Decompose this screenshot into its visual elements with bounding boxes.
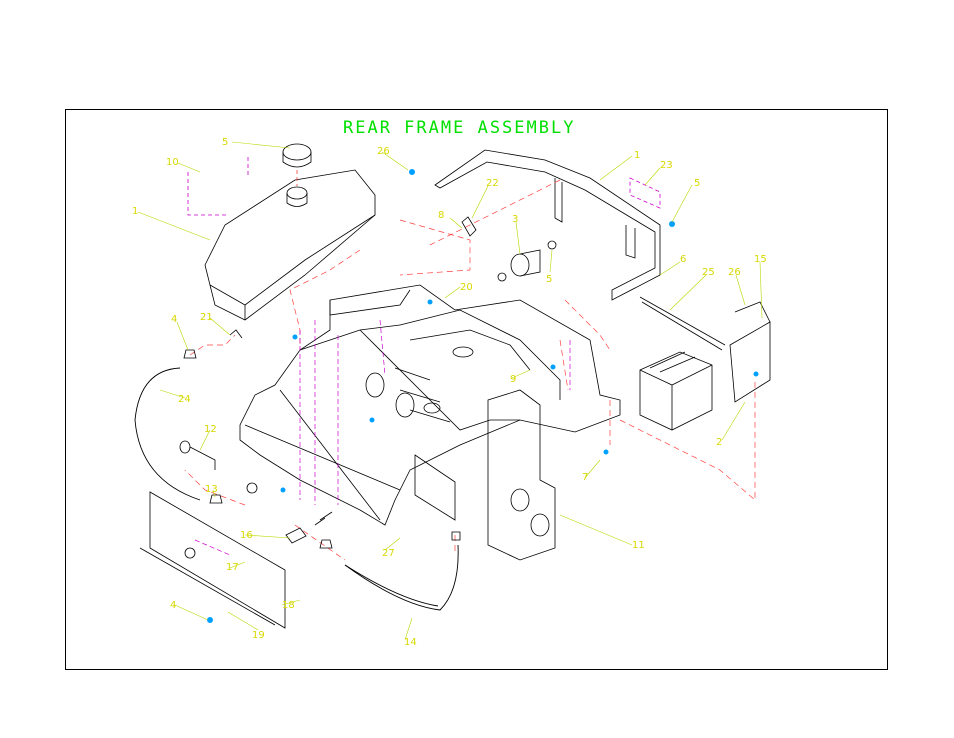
callout: 2 [716,437,722,448]
callout: 25 [702,267,715,278]
callout: 5 [546,274,552,285]
callout: 26 [377,146,390,157]
callout: 4 [171,314,177,325]
rear-bracket [434,149,661,301]
callout: 1 [634,150,640,161]
callout: 10 [166,157,179,168]
callout: 12 [204,424,217,435]
tank-bracket-hidden [187,155,249,216]
fuel-hoses [134,367,459,611]
callout: 17 [226,562,239,573]
callout: 13 [205,484,218,495]
callout: 11 [632,540,645,551]
callout: 7 [582,472,588,483]
side-panel [139,491,286,629]
leader-lines [137,141,763,641]
callout: 5 [222,137,228,148]
callout: 18 [282,600,295,611]
callout: 27 [382,548,395,559]
callout: 21 [200,312,213,323]
callout: 6 [680,254,686,265]
callout: 5 [694,178,700,189]
callout: 23 [660,160,673,171]
callout: 9 [510,374,516,385]
battery-strap [639,296,726,351]
callout: 20 [460,282,473,293]
callout: 3 [512,214,518,225]
callout-labels: 5 10 1 26 1 23 5 22 8 3 5 6 25 26 15 4 2… [132,137,767,648]
callout: 24 [178,394,191,405]
callout: 4 [170,600,176,611]
callout: 26 [728,267,741,278]
battery-box [729,301,771,403]
callout: 15 [754,254,767,265]
battery [639,351,713,431]
callout: 14 [404,637,417,648]
callout: 16 [240,530,253,541]
hidden-lines [194,319,571,556]
callout: 22 [486,178,499,189]
main-frame [239,284,621,526]
connector-lines [184,179,756,561]
callout: 8 [438,210,444,221]
drawing-border [65,109,888,670]
diagram-title: REAR FRAME ASSEMBLY [343,118,576,138]
small-hardware [179,216,477,549]
callout: 1 [132,206,138,217]
callout: 19 [252,630,265,641]
fuel-tank [204,143,376,321]
mount-block [487,389,556,561]
fastener-marks [207,169,759,623]
